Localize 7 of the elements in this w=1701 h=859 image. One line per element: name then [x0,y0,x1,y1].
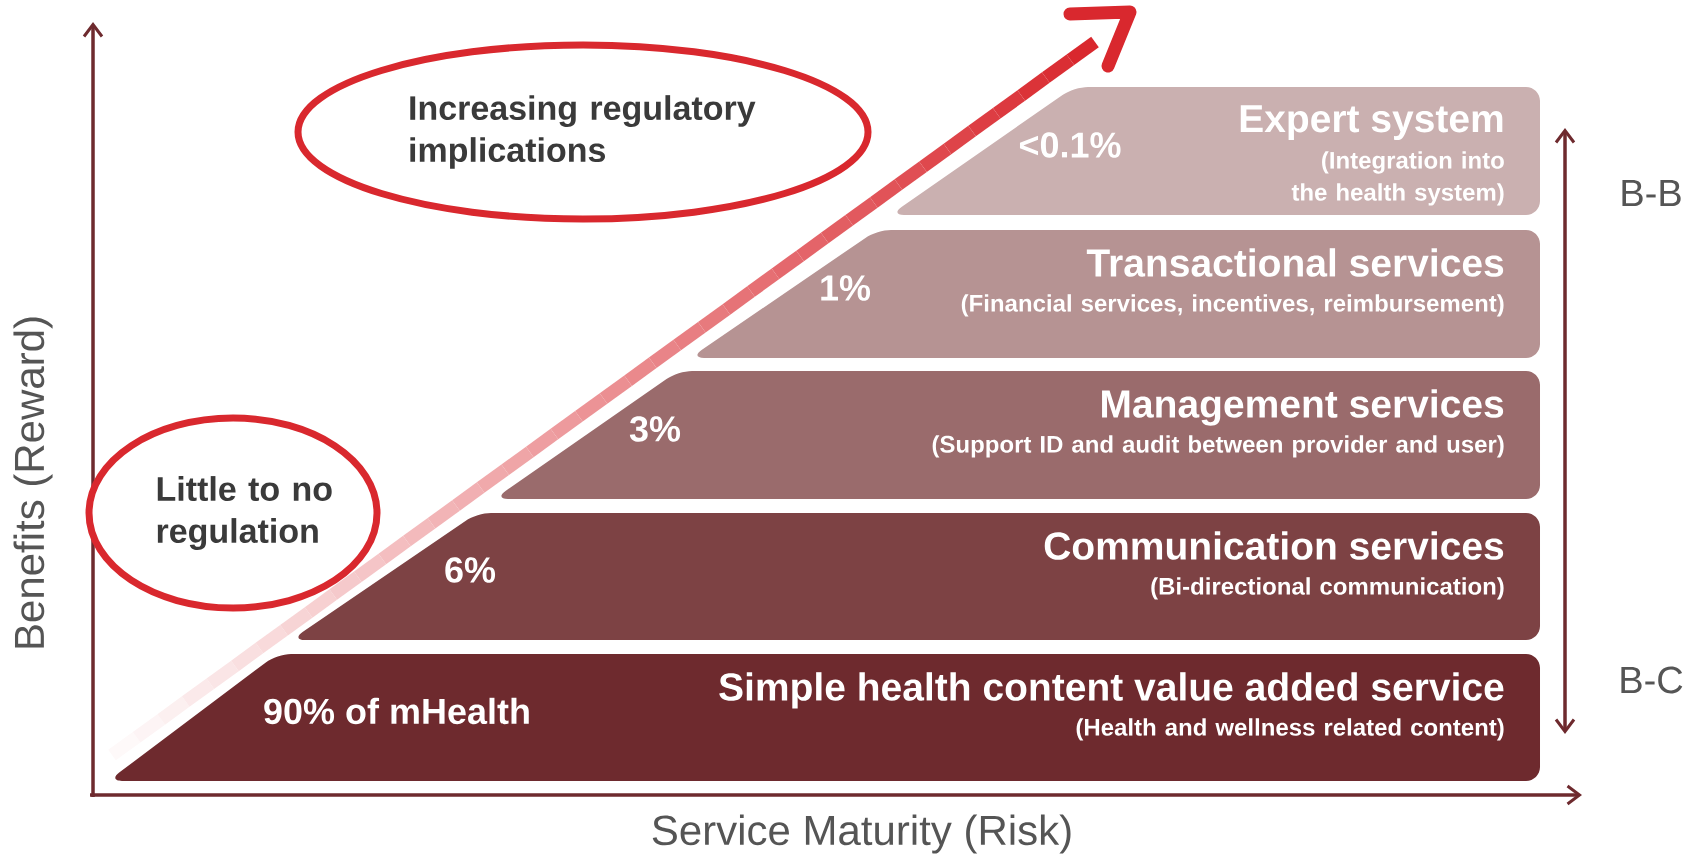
level-label: B-C [1621,666,1683,694]
axis-label: Benefits (Reward) [13,317,53,648]
service-band: <0.1% Expert system (Integration into the health system) [897,87,1540,215]
service-band: 90% of mHealth Simple health content value added service (Health and wellness related content) [115,654,1540,781]
service-band: 1% Transactional services (Financial services, incentives, reimbursement) [697,230,1540,358]
level-label: B-B [1622,179,1681,207]
service-band: 3% Management services (Support ID and audit between provider and user) [501,371,1540,499]
